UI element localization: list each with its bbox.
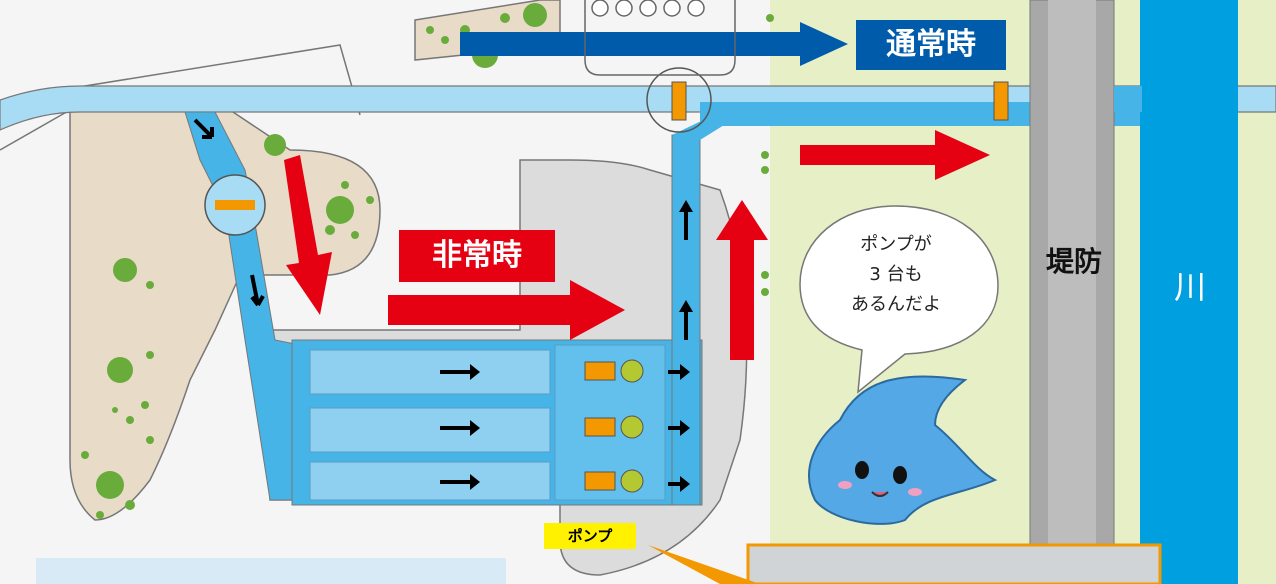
photo-left [36, 558, 506, 584]
pump-label: ポンプ [544, 523, 636, 549]
discharge-connector [672, 112, 745, 140]
photo-right [746, 543, 1162, 584]
gate-markers [204, 67, 1009, 236]
normal-flow-arrow [460, 22, 848, 66]
mascot-character [808, 375, 998, 525]
speech-line: ポンプが [860, 234, 932, 255]
speech-bubble-text: ポンプが 3 台も あるんだよ [808, 230, 984, 320]
pump-callout-line [648, 545, 760, 584]
pump-icons [584, 359, 644, 493]
valve-structure [584, 0, 736, 76]
main-drainage-pipe [0, 85, 1276, 131]
river-label: 川 [1173, 268, 1206, 306]
flow-arrows [193, 118, 693, 492]
speech-line: あるんだよ [851, 294, 941, 315]
speech-line: 3 台も [869, 264, 923, 285]
emergency-flow-arrows [284, 130, 990, 360]
river [1140, 0, 1238, 584]
levee-crest [1048, 0, 1096, 584]
normal-time-label: 通常時 [856, 20, 1006, 70]
levee-label: 堤防 [1045, 245, 1102, 278]
river-pipe-end [1114, 86, 1142, 112]
emergency-label: 非常時 [399, 230, 555, 282]
speech-bubble [799, 205, 999, 394]
